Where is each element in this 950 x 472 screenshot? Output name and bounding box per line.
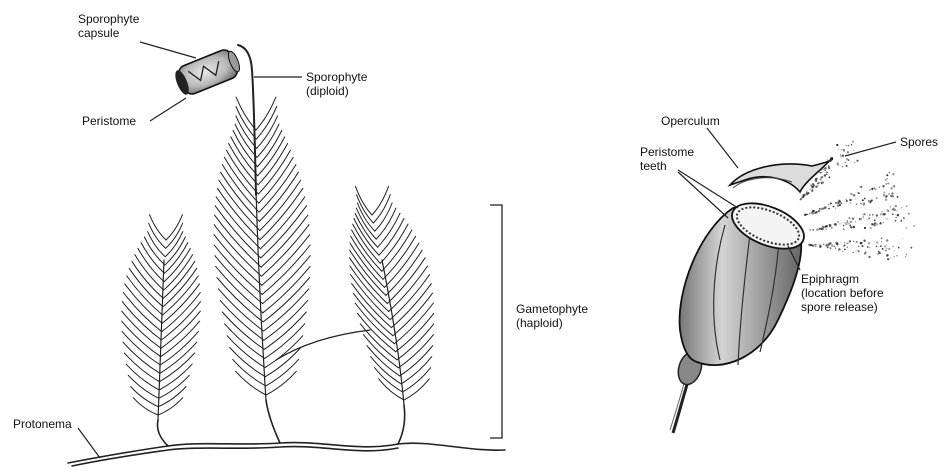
spores-dots	[799, 141, 915, 261]
label-sporophyte-capsule: Sporophyte capsule	[78, 12, 139, 40]
label-peristome: Peristome	[82, 114, 136, 128]
gametophyte-leaves	[122, 97, 434, 415]
label-peristome-teeth: Peristome teeth	[640, 145, 694, 173]
label-gametophyte-haploid: Gametophyte (haploid)	[516, 302, 588, 330]
label-protonema: Protonema	[13, 417, 72, 431]
protonema	[68, 400, 505, 466]
label-epiphragm: Epiphragm (location before spore release…	[801, 272, 884, 314]
label-sporophyte-diploid: Sporophyte (diploid)	[306, 70, 367, 98]
label-spores: Spores	[900, 135, 938, 149]
label-operculum: Operculum	[661, 114, 720, 128]
gametophyte-bracket	[490, 205, 502, 438]
